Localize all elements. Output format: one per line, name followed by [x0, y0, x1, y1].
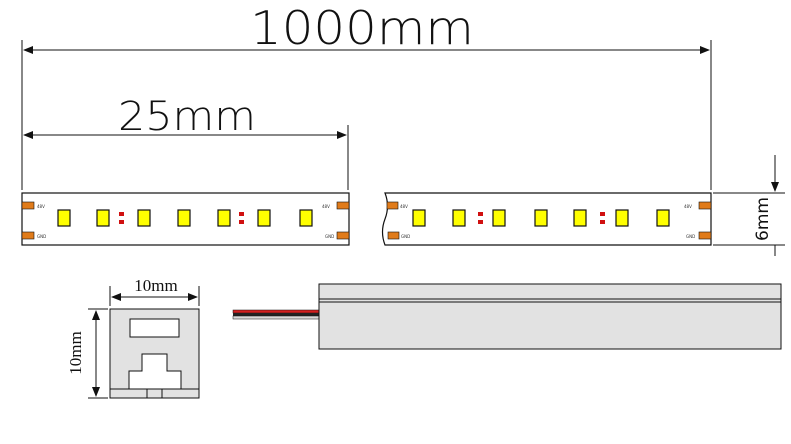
led-chip	[452, 209, 466, 227]
led-chip	[257, 209, 271, 227]
ground-mark: GND	[37, 234, 46, 239]
ground-mark: GND	[325, 234, 334, 239]
led-chip	[57, 209, 71, 227]
resistor	[239, 220, 244, 224]
voltage-mark: 48V	[37, 204, 45, 209]
resistor	[600, 212, 605, 216]
led-chip	[615, 209, 629, 227]
voltage-mark: 48V	[322, 204, 330, 209]
profile-height-label: 10mm	[66, 331, 85, 374]
led-chip	[656, 209, 670, 227]
strip-segment-left: 48V GND 48V GND	[21, 192, 350, 246]
solder-pad	[336, 201, 350, 210]
led-chip	[137, 209, 151, 227]
cut-length-label: 25mm	[118, 94, 256, 140]
total-length-dimension: 1000mm	[21, 1, 712, 190]
ground-mark: GND	[401, 234, 410, 239]
power-wires	[232, 309, 320, 320]
led-chip	[177, 209, 191, 227]
led-chip	[299, 209, 313, 227]
led-chip	[534, 209, 548, 227]
resistor	[119, 212, 124, 216]
ground-mark: GND	[686, 234, 695, 239]
resistor	[239, 212, 244, 216]
strip-segment-right: 48V GND 48V GND	[381, 192, 712, 246]
led-chip	[217, 209, 231, 227]
led-chip	[96, 209, 110, 227]
resistor	[478, 212, 483, 216]
solder-pad	[698, 201, 712, 210]
resistor	[600, 220, 605, 224]
resistor	[119, 220, 124, 224]
led-row-right	[412, 209, 670, 227]
cut-length-dimension: 25mm	[23, 94, 349, 190]
voltage-mark: 48V	[684, 204, 692, 209]
profile-cross-section: 10mm 10mm	[66, 276, 200, 399]
total-length-label: 1000mm	[250, 1, 474, 55]
strip-width-label: 6mm	[753, 197, 773, 241]
solder-pad	[387, 231, 400, 240]
led-chip	[573, 209, 587, 227]
profile-width-label: 10mm	[134, 276, 177, 295]
led-chip	[412, 209, 426, 227]
strip-width-dimension: 6mm	[713, 155, 785, 256]
solder-pad	[698, 231, 712, 240]
profile-side-view	[232, 283, 782, 350]
resistor	[478, 220, 483, 224]
solder-pad	[21, 201, 35, 210]
solder-pad	[336, 231, 350, 240]
solder-pad	[21, 231, 35, 240]
led-chip	[492, 209, 506, 227]
solder-pad	[386, 201, 399, 210]
voltage-mark: 48V	[400, 204, 408, 209]
led-row-left	[57, 209, 313, 227]
